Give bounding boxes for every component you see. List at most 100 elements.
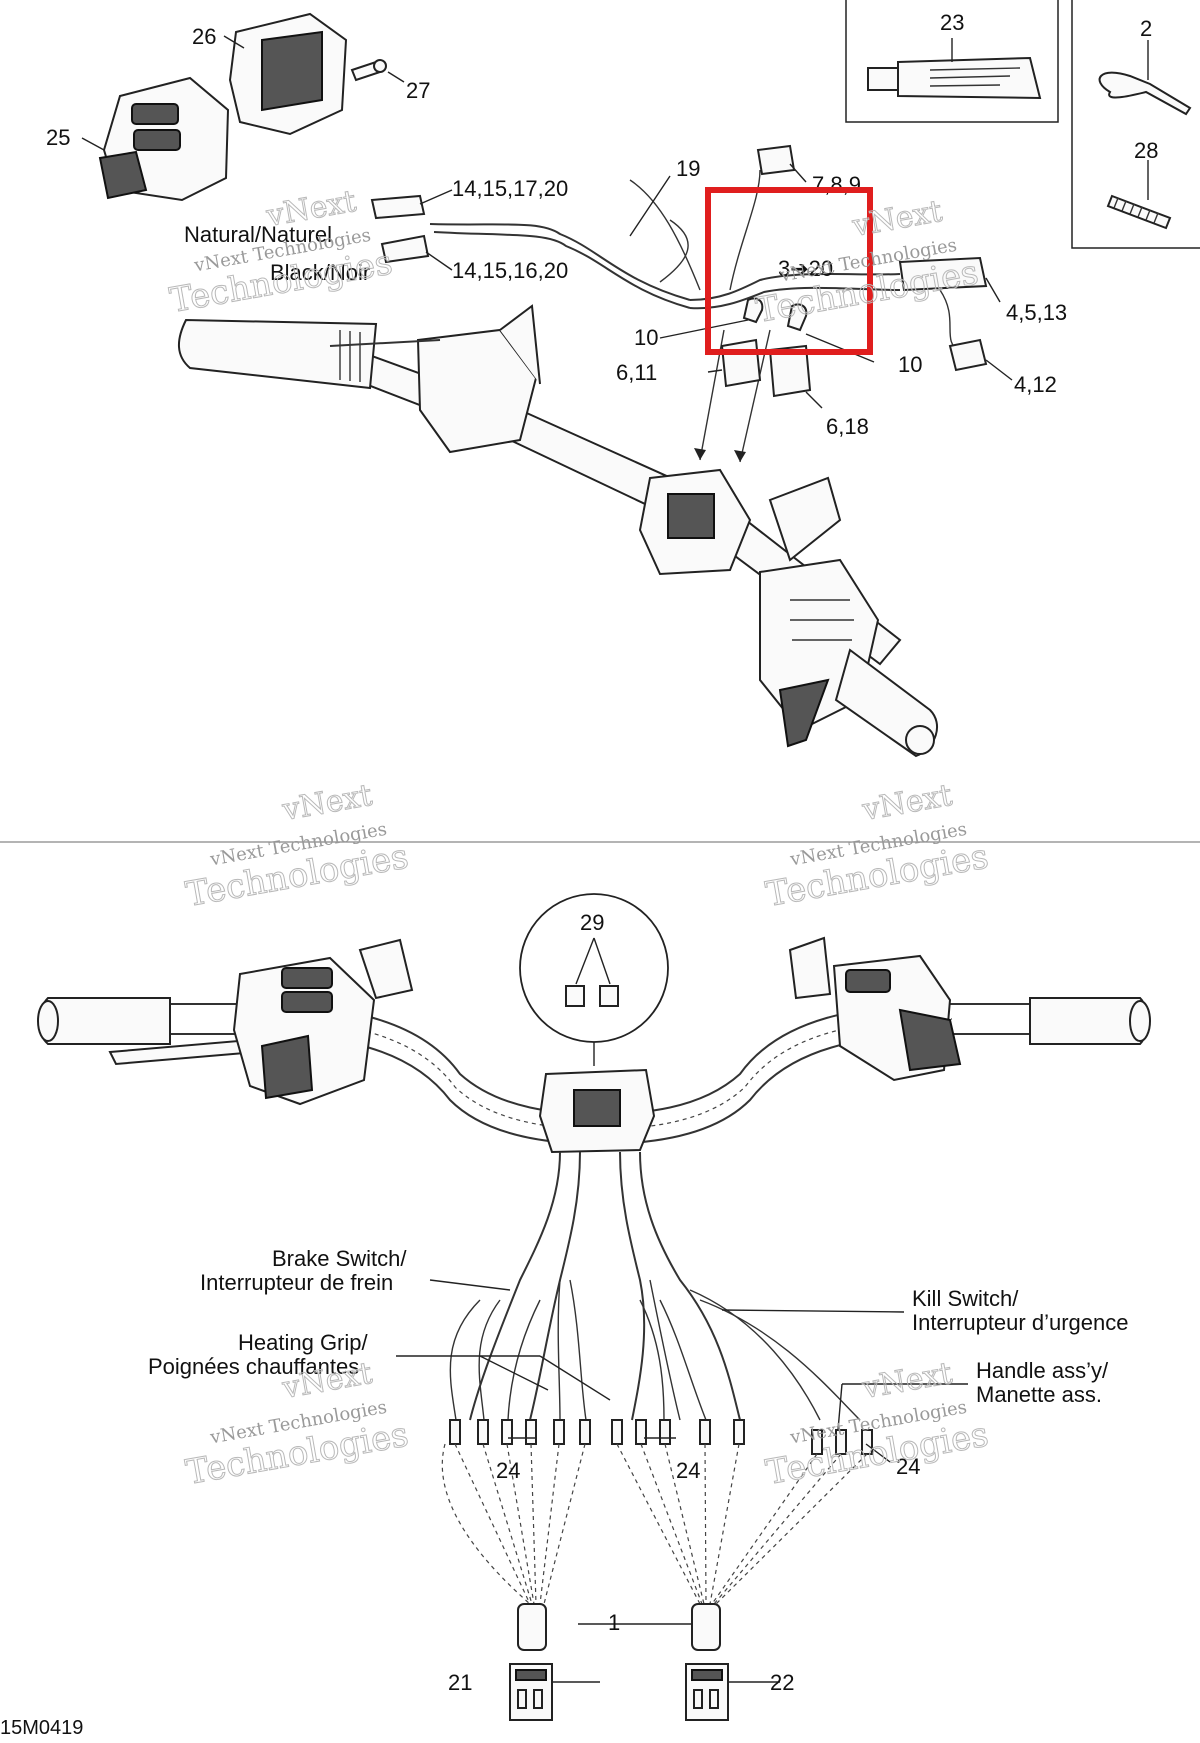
- screw-27-head: [373, 59, 387, 73]
- label-kill-1: Kill Switch/: [912, 1286, 1019, 1311]
- callout-2: 2: [1140, 16, 1152, 41]
- wire-412: [939, 289, 961, 353]
- sleeve-right: [691, 1603, 721, 1651]
- terminal: [449, 1419, 461, 1445]
- svg-text:vNext: vNext: [859, 778, 955, 828]
- callout-24-right: 24: [896, 1454, 920, 1479]
- harness-19: [429, 223, 691, 301]
- cable-tie-2: [1098, 40, 1192, 116]
- highlight-box: [705, 187, 873, 355]
- clip-10-right: [786, 303, 808, 332]
- connector-14-15-16-20: [380, 234, 430, 264]
- label-brake-1: Brake Switch/: [272, 1246, 407, 1271]
- lower-clamp-block: [573, 1089, 621, 1127]
- terminal: [525, 1419, 537, 1445]
- connector-6-11: [720, 338, 762, 388]
- lower-leaders: [396, 1279, 968, 1683]
- spiral-wrap-28: [1106, 160, 1172, 230]
- switch-button-a: [131, 103, 179, 125]
- figure-code: 15M0419: [0, 1717, 83, 1738]
- watermark-1: vNext vNext Technologies Technologies: [166, 183, 396, 321]
- box-23-frame: [845, 0, 1059, 123]
- bundle-right-b: [639, 1151, 741, 1421]
- label-heat-1: Heating Grip/: [238, 1330, 369, 1355]
- terminal: [635, 1419, 647, 1445]
- lower-right-switch: [845, 969, 891, 993]
- accessory-boxes: [845, 0, 1200, 249]
- switch-housing-25: [81, 76, 230, 202]
- label-kill-2: Interrupteur d’urgence: [912, 1310, 1128, 1335]
- watermark-4: vNext vNext Technologies Technologies: [762, 777, 992, 915]
- lower-switch-b: [281, 991, 333, 1013]
- terminals-24: [449, 1419, 873, 1455]
- svg-text:vNext: vNext: [849, 194, 945, 244]
- clip-10-left: [742, 297, 764, 324]
- bundle-right-a: [619, 1151, 646, 1421]
- upper-leaders: [419, 163, 1013, 409]
- callout-24-mid: 24: [676, 1458, 700, 1483]
- terminal: [477, 1419, 489, 1445]
- connector-14-15-17-20: [370, 194, 426, 220]
- callout-3-20: 3➔20: [778, 256, 833, 281]
- detail-circle-29: [519, 893, 669, 1066]
- lower-left-lever: [260, 1034, 314, 1100]
- callout-27: 27: [406, 78, 430, 103]
- terminal: [501, 1419, 513, 1445]
- lower-left-grip-end: [37, 1000, 59, 1042]
- callout-6-18: 6,18: [826, 414, 869, 439]
- label-brake-2: Interrupteur de frein: [200, 1270, 393, 1295]
- housings-21-22: [509, 1663, 729, 1721]
- upper-throttle-lever: [778, 678, 830, 748]
- terminal: [659, 1419, 671, 1445]
- svg-text:vNext: vNext: [279, 778, 375, 828]
- label-natural: Natural/Naturel: [184, 222, 332, 247]
- callout-7-8-9: 7,8,9: [812, 172, 861, 197]
- callout-1: 1: [608, 1610, 620, 1635]
- svg-text:vNext: vNext: [263, 184, 359, 234]
- callout-19: 19: [676, 156, 700, 181]
- clip-29-left: [565, 985, 585, 1007]
- wire-789: [729, 169, 761, 291]
- lower-throttle-lever: [898, 1008, 962, 1072]
- tube-cap: [867, 67, 899, 91]
- lower-wire-bundles: [449, 1151, 861, 1421]
- upper-left-bracket: [499, 304, 541, 385]
- label-handle-2: Manette ass.: [976, 1382, 1102, 1407]
- callout-14-15-16-20: 14,15,16,20: [452, 258, 568, 283]
- dashed-connections: [441, 1443, 868, 1605]
- harness-main: [689, 273, 901, 301]
- callout-21: 21: [448, 1670, 472, 1695]
- lower-switch-a: [281, 967, 333, 989]
- terminal: [733, 1419, 745, 1445]
- thumb-lever: [98, 150, 148, 200]
- harness-main-b: [689, 286, 901, 310]
- callout-10-left: 10: [634, 325, 658, 350]
- sleeves-1: [517, 1603, 721, 1651]
- clip-29-right: [599, 985, 619, 1007]
- watermark-3: vNext vNext Technologies Technologies: [182, 777, 412, 915]
- screw-27: [350, 59, 405, 83]
- connector-4-5-13: [898, 256, 988, 292]
- watermark-6: vNext vNext Technologies Technologies: [762, 1355, 992, 1493]
- callout-26: 26: [192, 24, 216, 49]
- connector-4-12: [948, 338, 988, 372]
- lower-right-grip-end: [1129, 1000, 1151, 1042]
- callout-25: 25: [46, 125, 70, 150]
- callout-4-12: 4,12: [1014, 372, 1057, 397]
- callout-22: 22: [770, 1670, 794, 1695]
- terminal: [699, 1419, 711, 1445]
- callout-29: 29: [580, 910, 604, 935]
- upper-handlebar-assembly: [178, 304, 939, 758]
- terminal: [611, 1419, 623, 1445]
- cover-26-window: [261, 30, 323, 112]
- callout-10-right: 10: [898, 352, 922, 377]
- box-2-28-frame: [1071, 0, 1200, 249]
- upper-clamp-block: [667, 493, 715, 539]
- lower-handlebar: [37, 936, 1151, 1154]
- brake-lever: [329, 339, 441, 347]
- label-heat-2: Poignées chauffantes: [148, 1354, 359, 1379]
- switch-button-b: [133, 129, 181, 151]
- bundle-left-a: [469, 1151, 561, 1421]
